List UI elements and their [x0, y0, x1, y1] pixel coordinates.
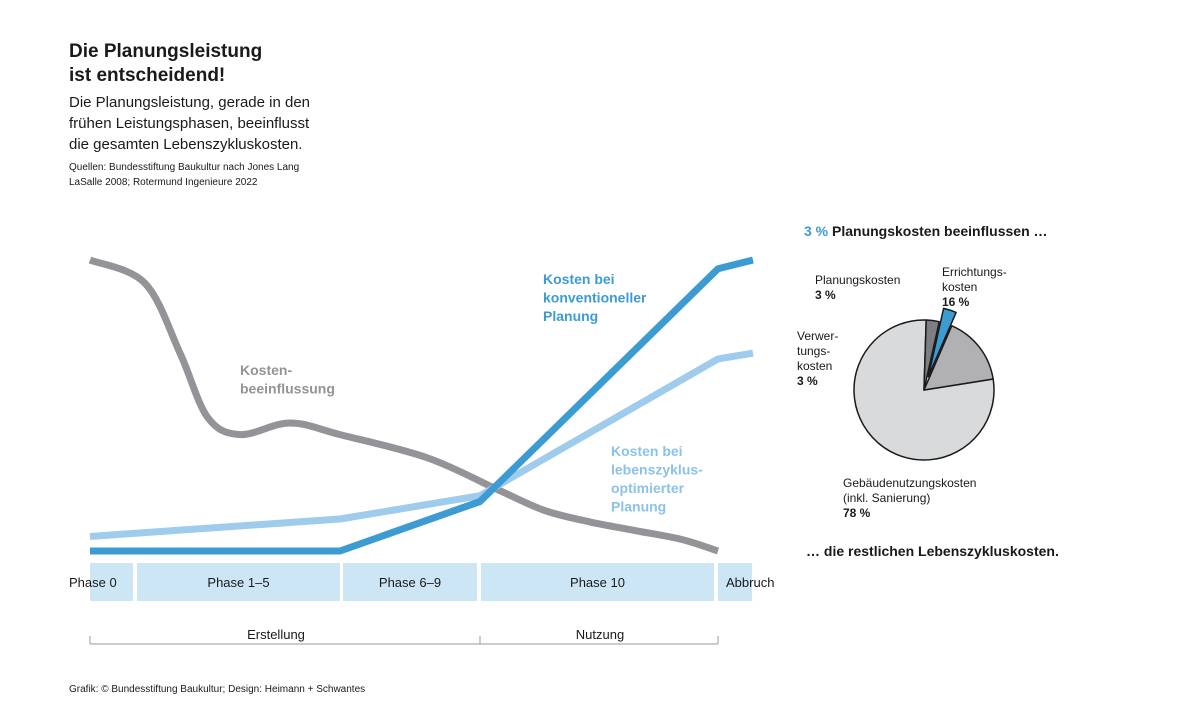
series-label-2-line-1: Kosten bei	[543, 271, 615, 287]
pie-label-2-line-1: Verwer-	[797, 329, 838, 343]
pie-slice-4	[923, 325, 994, 391]
pie-pct-2: 3 %	[797, 374, 818, 388]
group-axis: Erstellung Nutzung	[89, 627, 719, 645]
pie-label-2-line-3: kosten	[797, 359, 832, 373]
pie-footer: … die restlichen Lebenszykluskosten.	[806, 543, 1059, 559]
pie-pct-4: 16 %	[942, 295, 970, 309]
sources-line-1: Quellen: Bundesstiftung Baukultur nach J…	[69, 162, 300, 173]
title-line-1: Die Planungsleistung	[69, 41, 263, 62]
sources-note: Quellen: Bundesstiftung Baukultur nach J…	[69, 160, 349, 190]
series-label-3-line-3: optimierter	[611, 480, 685, 496]
phase-label-2: Phase 1–5	[207, 575, 269, 590]
pie-pct-3: 3 %	[815, 288, 836, 302]
pie-label-2-line-2: tungs-	[797, 344, 830, 358]
series-label-3-line-2: lebenszyklus-	[611, 462, 703, 478]
title-line-2: ist entscheidend!	[69, 65, 226, 86]
phase-axis: Phase 0 Phase 1–5 Phase 6–9 Phase 10 Abbruch	[69, 563, 774, 601]
pie-heading-pct: 3 %	[804, 223, 829, 239]
phase-label-4: Phase 10	[570, 575, 625, 590]
series-label-2-line-2: konventioneller	[543, 290, 647, 306]
sources-line-2: LaSalle 2008; Rotermund Ingenieure 2022	[69, 177, 258, 188]
series-label-1-line-2: beeinflussung	[240, 381, 335, 397]
subtitle-line-2: frühen Leistungsphasen, beeinflusst	[69, 115, 310, 132]
phase-bar-4	[481, 563, 714, 601]
subtitle-line-3: die gesamten Lebenszykluskosten.	[69, 136, 303, 153]
group-label-erstellung: Erstellung	[247, 627, 305, 642]
series-label-2-line-3: Planung	[543, 308, 598, 324]
phase-label-3: Phase 6–9	[379, 575, 441, 590]
credit-line: Grafik: © Bundesstiftung Baukultur; Desi…	[69, 684, 366, 695]
phase-label-5: Abbruch	[726, 575, 774, 590]
pie-heading-text: Planungskosten beeinflussen …	[828, 223, 1048, 239]
pie-slice-3	[927, 307, 957, 378]
pie-label-4-line-1: Errichtungs-	[942, 265, 1007, 279]
pie-label-1-line-1: Gebäudenutzungskosten	[843, 476, 976, 490]
series-line-2	[90, 256, 754, 555]
phase-bar-5	[718, 563, 752, 601]
pie-label-4-line-2: kosten	[942, 280, 977, 294]
series-label-3-line-1: Kosten bei	[611, 443, 683, 459]
pie-pct-1: 78 %	[843, 506, 871, 520]
pie-label-1-line-2: (inkl. Sanierung)	[843, 491, 930, 505]
group-label-nutzung: Nutzung	[576, 627, 624, 642]
chart-title: Die Planungsleistung ist entscheidend!	[69, 40, 389, 88]
phase-label-1: Phase 0	[69, 575, 117, 590]
subtitle-line-1: Die Planungsleistung, gerade in den	[69, 94, 311, 111]
pie-label-3-line-1: Planungskosten	[815, 273, 900, 287]
series-label-3-line-4: Planung	[611, 499, 666, 515]
phase-bar-1	[90, 563, 133, 601]
phase-bar-3	[343, 563, 477, 601]
chart-subtitle: Die Planungsleistung, gerade in den früh…	[69, 92, 369, 155]
phase-bar-2	[137, 563, 340, 601]
series-line-3	[89, 349, 754, 540]
pie-chart: Gebäudenutzungskosten(inkl. Sanierung)78…	[797, 265, 1007, 520]
pie-slice-2	[923, 319, 941, 391]
series-line-1	[88, 256, 720, 555]
line-series	[88, 256, 754, 555]
series-label-1-line-1: Kosten-	[240, 362, 292, 378]
pie-heading: 3 % Planungskosten beeinflussen …	[804, 223, 1048, 239]
